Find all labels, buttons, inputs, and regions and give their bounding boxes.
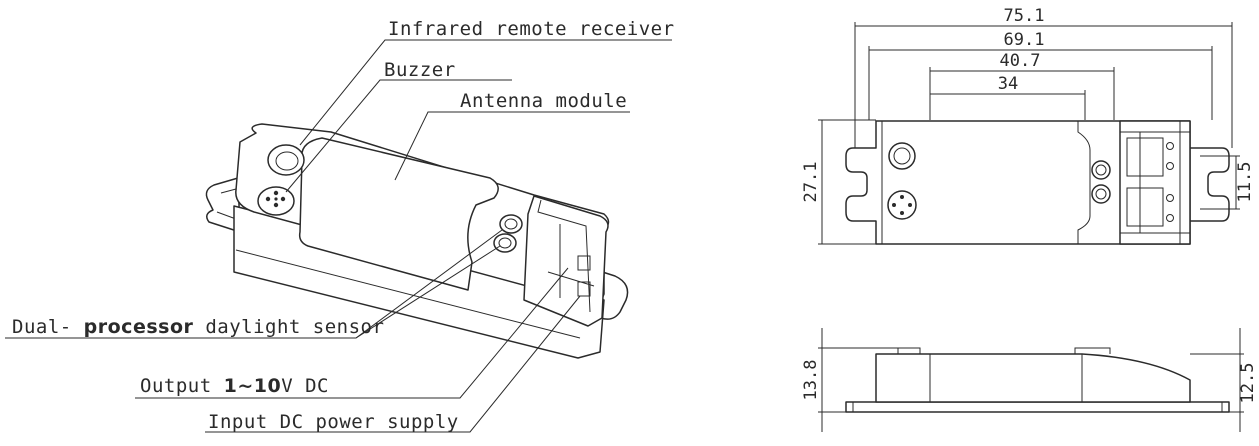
label-daylight-sensor-prefix: Dual- bbox=[12, 316, 72, 338]
label-output: Output 1~10V DC bbox=[140, 375, 329, 397]
dim-mount-length: 40.7 bbox=[1000, 51, 1041, 71]
label-output-prefix: Output bbox=[140, 375, 212, 397]
label-daylight-sensor-suffix: daylight sensor bbox=[205, 316, 384, 338]
leader-lines bbox=[5, 39, 672, 433]
label-infrared-remote-receiver: Infrared remote receiver bbox=[388, 18, 675, 40]
dim-width: 27.1 bbox=[801, 162, 821, 203]
dim-hole-spacing: 34 bbox=[998, 74, 1018, 94]
callout-labels: Infrared remote receiver Buzzer Antenna … bbox=[12, 18, 675, 433]
dim-total-height: 13.8 bbox=[801, 360, 821, 401]
dim-terminal-pitch: 11.5 bbox=[1235, 162, 1255, 203]
dim-body-height: 12.5 bbox=[1238, 363, 1258, 404]
top-view bbox=[845, 120, 1230, 245]
label-antenna-module: Antenna module bbox=[460, 90, 627, 112]
label-output-bold: 1~10 bbox=[224, 375, 282, 397]
dim-body-length: 69.1 bbox=[1004, 30, 1045, 50]
label-output-suffix: V DC bbox=[281, 375, 329, 397]
label-input-power: Input DC power supply bbox=[208, 411, 459, 433]
label-daylight-sensor: Dual- processor daylight sensor bbox=[12, 316, 384, 338]
side-view-dimensions bbox=[818, 328, 1244, 432]
side-view bbox=[845, 347, 1230, 413]
top-view-dimensions bbox=[818, 22, 1240, 245]
label-buzzer: Buzzer bbox=[384, 59, 456, 81]
label-daylight-sensor-bold: processor bbox=[84, 316, 194, 338]
isometric-view bbox=[205, 123, 629, 359]
dim-overall-length: 75.1 bbox=[1004, 6, 1045, 26]
